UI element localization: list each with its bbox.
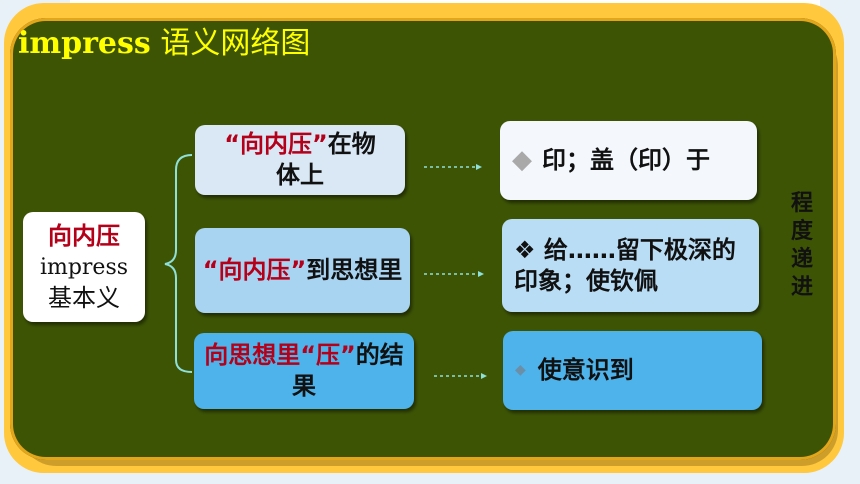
diamond-icon: ❖ (514, 235, 536, 264)
meaning-box-2: ❖ 给……留下极深的印象；使钦佩 (502, 219, 759, 312)
core-meaning-box: 向内压 impress 基本义 (23, 212, 145, 322)
diamond-icon: ◆ (512, 145, 532, 175)
core-label: 基本义 (48, 283, 120, 312)
meaning-text: 使意识到 (537, 356, 634, 384)
level-box-3: 向思想里“压”的结果 (194, 333, 414, 409)
core-english: impress (39, 254, 129, 280)
arrow-head (481, 373, 487, 379)
title-word: impress (18, 26, 151, 61)
slide-title: impress 语义网络图 (18, 26, 310, 62)
core-chinese: 向内压 (48, 221, 120, 250)
arrow-head (476, 164, 482, 170)
level-key: 向思想里“压” (204, 341, 356, 369)
meaning-text: 给……留下极深的印象；使钦佩 (514, 235, 736, 295)
level-text: 在物体上 (276, 130, 376, 189)
title-subtitle: 语义网络图 (160, 26, 311, 61)
meaning-box-1: ◆ 印；盖（印）于 (500, 121, 757, 200)
level-box-1: “向内压”在物体上 (195, 125, 405, 195)
arrow-head (478, 271, 484, 277)
level-key: “向内压” (202, 256, 307, 284)
meaning-text: 印；盖（印）于 (542, 146, 710, 174)
meaning-box-3: ◆ 使意识到 (503, 331, 762, 410)
degree-label: 程度递进 (790, 191, 813, 300)
level-text: 的结果 (292, 341, 404, 400)
level-text: 到思想里 (306, 256, 403, 284)
bracket (164, 154, 193, 373)
level-box-2: “向内压”到思想里 (195, 228, 410, 313)
diamond-icon: ◆ (515, 362, 526, 378)
level-key: “向内压” (224, 130, 328, 158)
